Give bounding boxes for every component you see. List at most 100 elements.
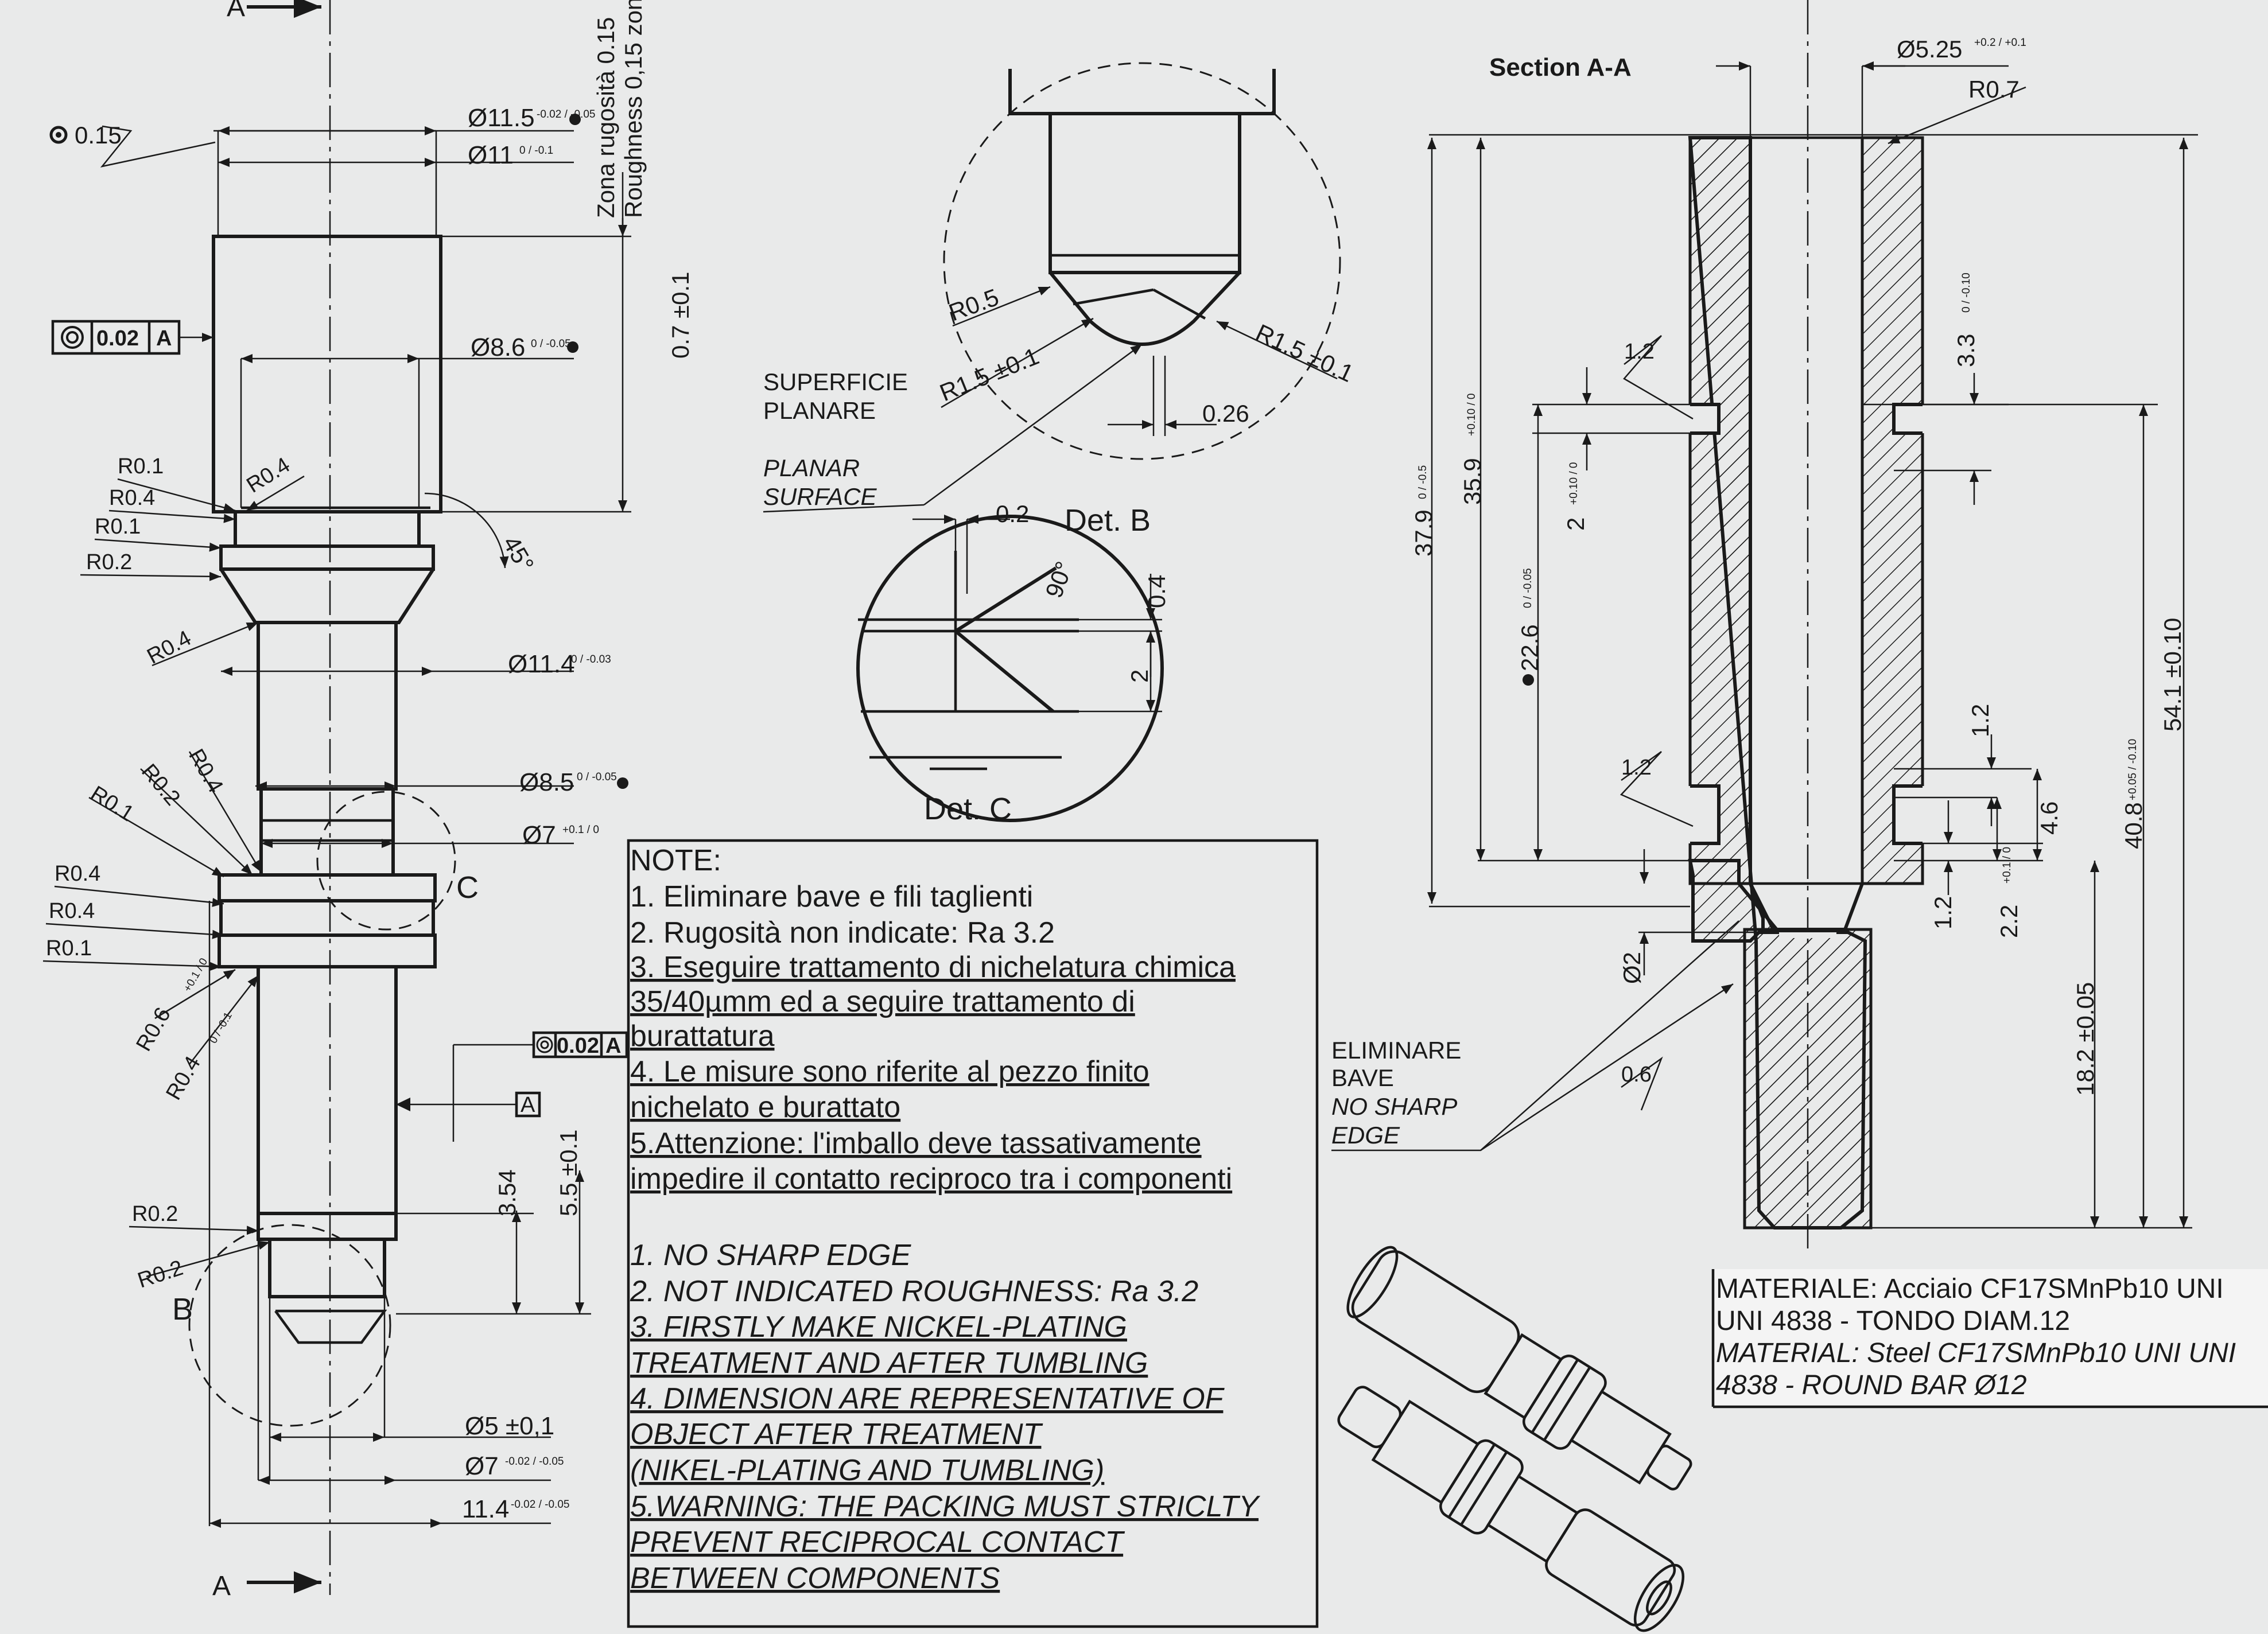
radius-label: R0.4	[143, 626, 196, 669]
material-it-line-1: MATERIALE: Acciaio CF17SMnPb10 UNI	[1716, 1274, 2224, 1304]
radius-label: R0.2	[137, 760, 185, 810]
section-aa-title: Section A-A	[1489, 53, 1632, 81]
dim-d5: Ø5 ±0,1	[465, 1412, 554, 1440]
detail-c-title: Det. C	[924, 792, 1012, 826]
radius-label: R0.4	[55, 862, 100, 886]
dim-h3-54: 3.54	[494, 1169, 521, 1216]
concentricity-top-value: 0.15	[75, 122, 122, 149]
angle-45-label: 45°	[498, 531, 539, 577]
dim-h40-8: 40.8	[2120, 802, 2147, 849]
detail-c-dim-2: 2	[1126, 670, 1153, 683]
gdt-top-tolerance: 0.02	[96, 326, 139, 351]
planar-surface-en-2: SURFACE	[763, 483, 877, 510]
dim-h35-9-tol: +0.10 / 0	[1466, 394, 1478, 436]
radius-label: R0.1	[118, 454, 164, 478]
dim-h37-9: 37.9	[1410, 509, 1437, 557]
concentricity-icon	[49, 126, 68, 144]
planar-surface-en-1: PLANAR	[763, 454, 860, 481]
note-en-line: 2. NOT INDICATED ROUGHNESS: Ra 3.2	[630, 1275, 1198, 1308]
note-en-line: BETWEEN COMPONENTS	[630, 1562, 1000, 1595]
dim-h0-7: 0.7 ±0.1	[667, 272, 694, 359]
burr-note-it-2: BAVE	[1331, 1064, 1394, 1091]
critical-dim-icon	[617, 777, 628, 789]
side-view: A A B C	[42, 0, 694, 1601]
note-it-line: 35/40µmm ed a seguire trattamento di	[630, 985, 1135, 1018]
dim-d7-bottom: Ø7	[465, 1452, 499, 1480]
dim-d7-top-tol: +0.1 / 0	[562, 824, 599, 836]
dim-d8-6: Ø8.6	[471, 333, 525, 361]
dim-d11-4-mid-tol: 0 / -0.03	[571, 653, 611, 666]
note-it-line: burattatura	[630, 1020, 775, 1053]
concentricity-icon	[536, 1036, 553, 1053]
dim-h2-tol: +0.10 / 0	[1568, 462, 1580, 505]
radius-label: R0.2	[86, 550, 132, 574]
dim-d11-tol: 0 / -0.1	[519, 145, 553, 157]
detail-b-marker: B	[172, 1292, 193, 1326]
gdt-mid-tolerance: 0.02	[557, 1034, 599, 1058]
notes-title: NOTE:	[630, 844, 721, 877]
detail-b: 0.26 R0.5 R1.5 ±0.1 R1.5 ±0.1 SUPERFICIE…	[763, 62, 1358, 538]
note-it-line: 4. Le misure sono riferite al pezzo fini…	[630, 1055, 1149, 1088]
critical-dim-icon	[1523, 674, 1534, 686]
gdt-mid-datum: A	[605, 1034, 621, 1058]
isometric-parts	[1337, 1246, 1692, 1632]
roughness-zone-en: Roughness 0,15 zone	[620, 0, 647, 218]
planar-surface-it-2: PLANARE	[763, 397, 876, 424]
dim-d8-5: Ø8.5	[519, 768, 574, 796]
radius-label: R0.4	[109, 486, 155, 510]
dim-d5-25-tol: +0.2 / +0.1	[1974, 37, 2026, 49]
dim-d8-5-tol: 0 / -0.05	[577, 771, 617, 783]
chamfer-0-6: 0.6	[1621, 1063, 1652, 1087]
dim-11-4-bottom: 11.4	[462, 1495, 509, 1523]
note-it-line: 1. Eliminare bave e fili taglienti	[630, 880, 1033, 913]
dim-d2: Ø2	[1618, 952, 1645, 984]
section-aa: Section A-A Ø5.25 +0.2 / +0.1 R0.7 37	[1331, 0, 2198, 1251]
dim-h40-8-tol: +0.05 / -0.10	[2127, 739, 2139, 800]
radius-label: R0.2	[135, 1256, 186, 1293]
dim-h22-6: 22.6	[1516, 624, 1543, 671]
critical-dim-icon	[569, 114, 581, 125]
dim-h5-5: 5.5 ±0.1	[555, 1130, 582, 1217]
note-it-line: 3. Eseguire trattamento di nichelatura c…	[630, 951, 1236, 984]
dim-d5-25: Ø5.25	[1897, 36, 1962, 63]
radius-label: R0.1	[86, 781, 138, 826]
gdt-frame-mid: 0.02 A	[452, 1031, 628, 1142]
section-mark-a-top: A	[227, 0, 245, 22]
detail-b-dim-026: 0.26	[1202, 400, 1249, 427]
dim-h2-2: 2.2	[1995, 905, 2022, 938]
dim-d8-6-tol: 0 / -0.05	[531, 338, 571, 350]
detail-b-r15-left: R1.5 ±0.1	[936, 343, 1043, 407]
dim-h2-2-tol: +0.1 / 0	[2001, 847, 2013, 884]
material-en-line-2: 4838 - ROUND BAR Ø12	[1716, 1370, 2027, 1400]
material-it-line-2: UNI 4838 - TONDO DIAM.12	[1716, 1306, 2070, 1336]
dim-h54-1: 54.1 ±0.10	[2159, 618, 2186, 732]
material-en-line-1: MATERIAL: Steel CF17SMnPb10 UNI UNI	[1716, 1338, 2236, 1368]
isometric-part-2	[1337, 1386, 1685, 1632]
detail-c-marker: C	[456, 870, 479, 905]
dim-h1-2-a: 1.2	[1967, 704, 1994, 737]
dim-h37-9-tol: 0 / -0.5	[1417, 465, 1429, 499]
note-it-line: 5.Attenzione: l'imballo deve tassativame…	[630, 1127, 1202, 1160]
note-it-line: 2. Rugosità non indicate: Ra 3.2	[630, 916, 1055, 950]
dim-d11: Ø11	[468, 141, 514, 169]
radius-label: R0.4	[243, 453, 294, 497]
roughness-zone-it: Zona rugosità 0.15	[592, 17, 619, 218]
dim-h1-2-b: 1.2	[1929, 896, 1956, 929]
radius-tolerance: +0.1 / 0	[181, 956, 210, 994]
notes-box: NOTE: 1. Eliminare bave e fili taglienti…	[627, 839, 1319, 1628]
critical-dim-icon	[567, 341, 578, 353]
radius-tolerance: 0 / -0.1	[207, 1010, 235, 1046]
dim-h2: 2	[1562, 518, 1589, 531]
note-it-line: nichelato e burattato	[630, 1091, 900, 1124]
note-en-line: OBJECT AFTER TREATMENT	[630, 1418, 1043, 1451]
note-en-line: 5.WARNING: THE PACKING MUST STRICLTY	[630, 1490, 1260, 1523]
note-en-line: (NIKEL-PLATING AND TUMBLING)	[630, 1454, 1104, 1487]
material-box: MATERIALE: Acciaio CF17SMnPb10 UNI UNI 4…	[1711, 1269, 2268, 1409]
dim-h3-3-tol: 0 / -0.10	[1960, 273, 1972, 313]
dim-d11-5: Ø11.5	[468, 104, 535, 132]
dim-r07: R0.7	[1968, 76, 2020, 103]
section-mark-a-bottom: A	[212, 1571, 231, 1601]
radius-label: R0.4	[49, 899, 95, 923]
note-en-line: TREATMENT AND AFTER TUMBLING	[630, 1347, 1148, 1380]
